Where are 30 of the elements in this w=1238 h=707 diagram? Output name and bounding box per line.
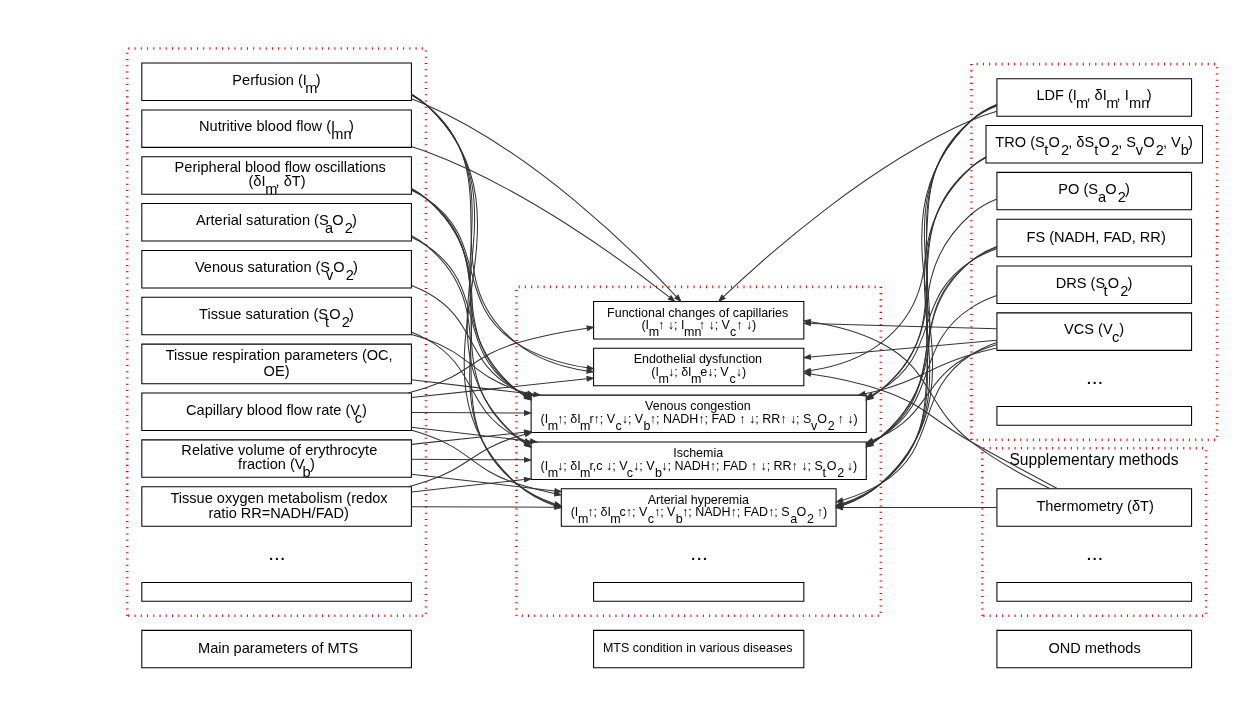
node-box [593,581,805,602]
arrow [410,476,533,492]
cluster [515,285,883,617]
label: ... [1085,364,1104,388]
arrow [802,339,998,360]
arrow [857,347,998,396]
arrow [411,145,676,302]
label: ... [1085,540,1104,564]
node-box: Tissue respiration parameters (OC, OE) [141,343,412,384]
node-box [996,405,1193,426]
node-box: Main parameters of MTS [141,629,412,668]
node-box: OND methods [996,629,1193,668]
node-box [996,581,1193,602]
arrow [411,94,595,374]
arrow [411,98,682,302]
arrow [834,341,998,503]
arrow [717,110,998,302]
arrow [411,189,596,371]
node-box [141,581,412,602]
cluster [125,46,428,617]
node-box: Thermometry (δT) [996,487,1193,527]
arrow [410,409,533,416]
arrow [410,456,533,463]
node-box: FS (NADH, FAD, RR) [996,218,1193,257]
arrow [802,370,1059,489]
node-box: Tissue oxygen metabolism (redox ratio RR=NADH/FAD) [141,485,412,527]
label: ... [268,540,286,564]
label: ... [690,540,708,564]
cluster [970,62,1219,441]
node-box: MTS condition in various diseases [593,629,805,668]
